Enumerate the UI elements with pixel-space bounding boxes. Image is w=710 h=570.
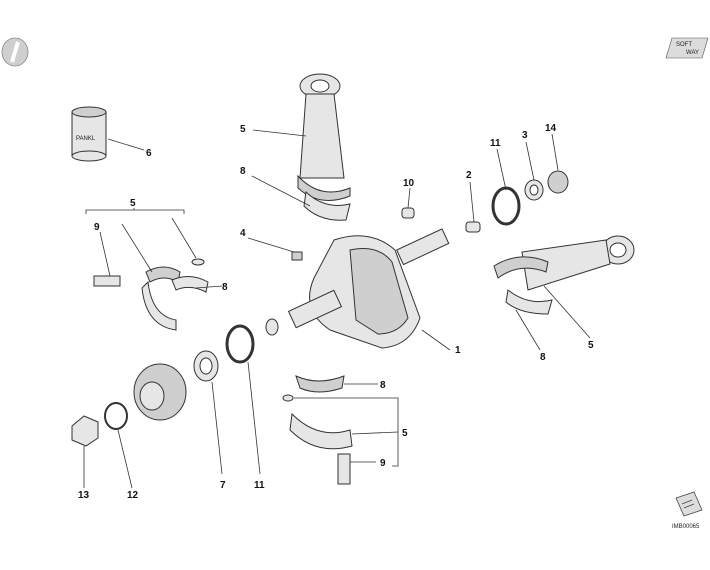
softway-logo: SOFT WAY (665, 37, 709, 59)
assembly-paste-jar: PANKL (71, 106, 107, 162)
callout-8-left-kit: 8 (222, 282, 228, 293)
section-badge-icon (1, 37, 29, 67)
callout-2: 2 (466, 170, 472, 181)
image-code: IMB00065 (672, 524, 700, 530)
callout-6: 6 (146, 148, 152, 159)
connecting-rod-lower (493, 235, 635, 315)
callout-8-bottom-kit: 8 (380, 380, 386, 391)
callout-8-right-rod: 8 (540, 352, 546, 363)
callout-5-right-rod: 5 (588, 340, 594, 351)
callout-13: 13 (78, 490, 90, 501)
callout-8-upper-rod: 8 (240, 166, 246, 177)
callout-12: 12 (127, 490, 139, 501)
callout-5-bottom-kit: 5 (402, 428, 408, 439)
callout-1: 1 (455, 345, 461, 356)
callout-10: 10 (403, 178, 415, 189)
callout-7: 7 (220, 480, 226, 491)
connecting-rod-upper (297, 73, 351, 221)
callout-9-bottom: 9 (380, 458, 386, 469)
small-parts (71, 170, 569, 447)
callout-14: 14 (545, 123, 557, 134)
callout-3: 3 (522, 130, 528, 141)
crankshaft (265, 228, 450, 349)
jar-label: PANKL (76, 136, 96, 142)
callout-9-left: 9 (94, 222, 100, 233)
logo-text-line2: WAY (686, 50, 699, 56)
bearing-shells-bottom (282, 375, 353, 485)
callout-11-lower: 11 (254, 480, 265, 491)
callout-4: 4 (240, 228, 246, 239)
callouts: 1 2 3 4 5 5 5 5 6 7 8 8 8 8 9 9 10 11 11… (78, 123, 594, 501)
logo-text-line1: SOFT (676, 42, 692, 48)
bearing-shells-left (93, 258, 209, 331)
page-nav-icon[interactable] (675, 491, 703, 517)
callout-11-upper: 11 (490, 138, 501, 149)
callout-5-upper-rod: 5 (240, 124, 246, 135)
leader-lines (83, 129, 591, 489)
callout-5-left-kit: 5 (130, 198, 136, 209)
